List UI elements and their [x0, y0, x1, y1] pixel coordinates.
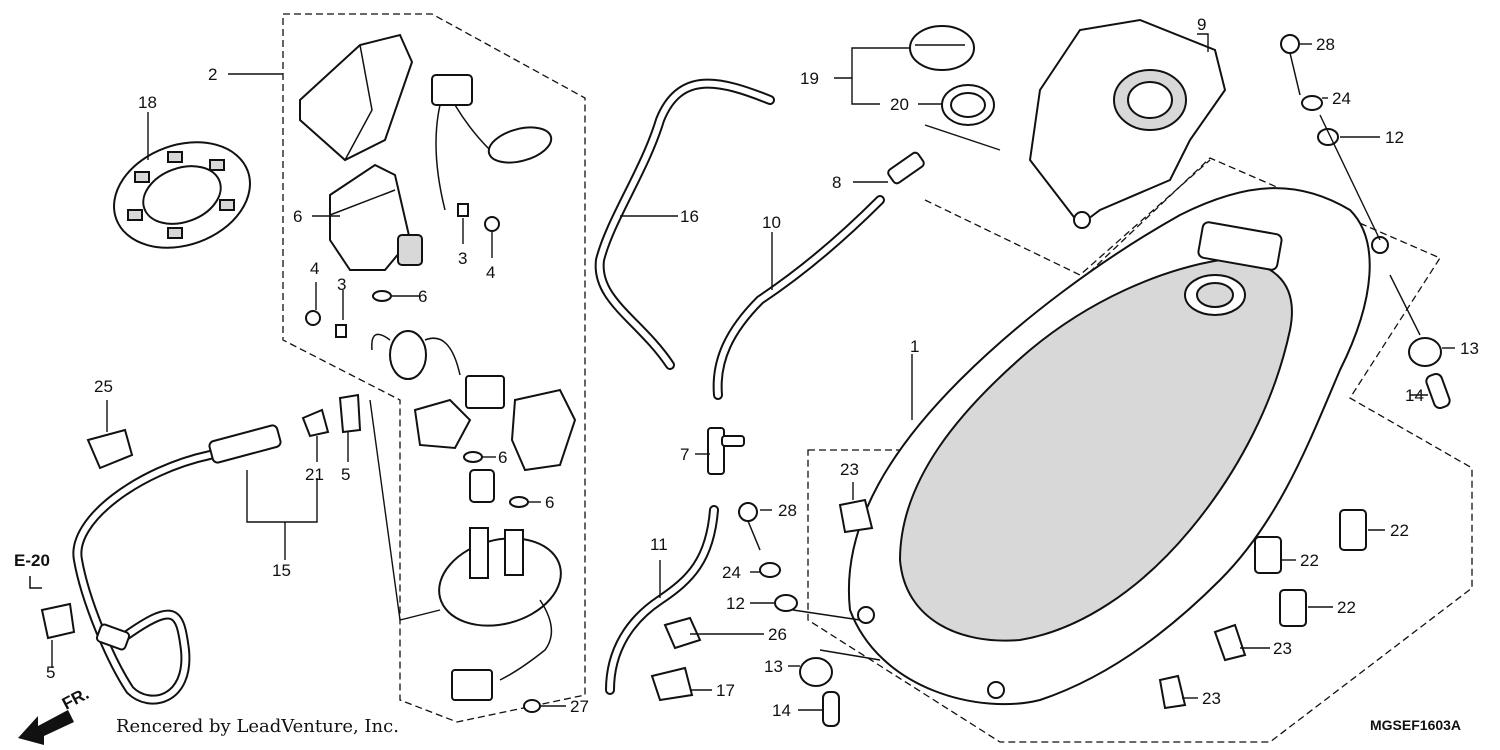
label-19: 19 [800, 69, 819, 88]
pump-cover [299, 33, 414, 162]
reference-label: E-20 [14, 551, 50, 570]
label-3a: 3 [458, 249, 467, 268]
overflow-tube [605, 505, 719, 695]
label-25: 25 [94, 377, 113, 396]
render-credit: Rencered by LeadVenture, Inc. [116, 716, 399, 737]
label-26: 26 [768, 625, 787, 644]
label-28b: 28 [1316, 35, 1335, 54]
label-13a: 13 [764, 657, 783, 676]
tube-clamps [650, 616, 702, 702]
label-5a: 5 [341, 465, 350, 484]
label-28a: 28 [778, 501, 797, 520]
label-23a: 23 [840, 460, 859, 479]
label-15: 15 [272, 561, 291, 580]
label-6b: 6 [418, 287, 427, 306]
drain-tube [712, 195, 885, 400]
label-9: 9 [1197, 15, 1206, 34]
label-8: 8 [832, 173, 841, 192]
front-label: FR. [59, 684, 92, 714]
label-7: 7 [680, 445, 689, 464]
label-24a: 24 [722, 563, 741, 582]
label-21: 21 [305, 465, 324, 484]
front-direction: FR. [18, 684, 92, 745]
pump-outlet [469, 469, 495, 503]
label-22b: 22 [1300, 551, 1319, 570]
label-18: 18 [138, 93, 157, 112]
pump-housing [329, 163, 423, 271]
tank-group-outline [807, 157, 1473, 743]
label-10: 10 [762, 213, 781, 232]
diagram-code: MGSEF1603A [1370, 717, 1461, 733]
label-16: 16 [680, 207, 699, 226]
label-17: 17 [716, 681, 735, 700]
label-23c: 23 [1202, 689, 1221, 708]
leader-lines [51, 33, 1455, 711]
reference-marker: E-20 [14, 551, 50, 589]
label-22a: 22 [1390, 521, 1409, 540]
front-arrow-icon [18, 710, 74, 745]
label-6a: 6 [293, 207, 302, 226]
tank-mount-hardware [738, 34, 1451, 727]
label-24b: 24 [1332, 89, 1351, 108]
ring-plate [113, 141, 251, 249]
label-6d: 6 [545, 493, 554, 512]
part-labels: 1 2 3 3 4 4 5 5 6 6 6 6 7 8 9 10 11 12 1… [46, 15, 1479, 720]
label-4a: 4 [486, 263, 495, 282]
strainer [510, 388, 577, 472]
label-12b: 12 [1385, 128, 1404, 147]
label-27: 27 [570, 697, 589, 716]
tube-joint [707, 151, 925, 475]
pump-motor [371, 330, 461, 380]
fuel-tank [847, 187, 1389, 706]
label-5b: 5 [46, 663, 55, 682]
label-12a: 12 [726, 594, 745, 613]
small-fasteners [305, 203, 541, 713]
label-23b: 23 [1273, 639, 1292, 658]
label-4b: 4 [310, 259, 319, 278]
label-6c: 6 [498, 448, 507, 467]
label-14a: 14 [772, 701, 791, 720]
tank-clips [838, 498, 1247, 710]
label-22c: 22 [1337, 598, 1356, 617]
tank-cover [1028, 18, 1227, 229]
tank-top-outline [924, 159, 1211, 276]
label-11: 11 [650, 535, 668, 554]
pump-group-outline [282, 13, 586, 723]
breather-tube [594, 78, 775, 370]
reference-arrow [29, 576, 42, 589]
hose-clip [86, 428, 134, 470]
tank-grommets [1254, 509, 1367, 627]
label-20: 20 [890, 95, 909, 114]
label-13b: 13 [1460, 339, 1479, 358]
pump-flange [438, 527, 562, 701]
feed-hose [72, 424, 282, 705]
label-3b: 3 [337, 275, 346, 294]
level-sensor [431, 74, 553, 211]
filler-cap [909, 25, 995, 126]
label-2: 2 [208, 65, 217, 84]
label-1: 1 [910, 337, 919, 356]
label-14b: 14 [1405, 386, 1424, 405]
pressure-regulator [413, 375, 505, 450]
hose-joint [40, 393, 362, 640]
